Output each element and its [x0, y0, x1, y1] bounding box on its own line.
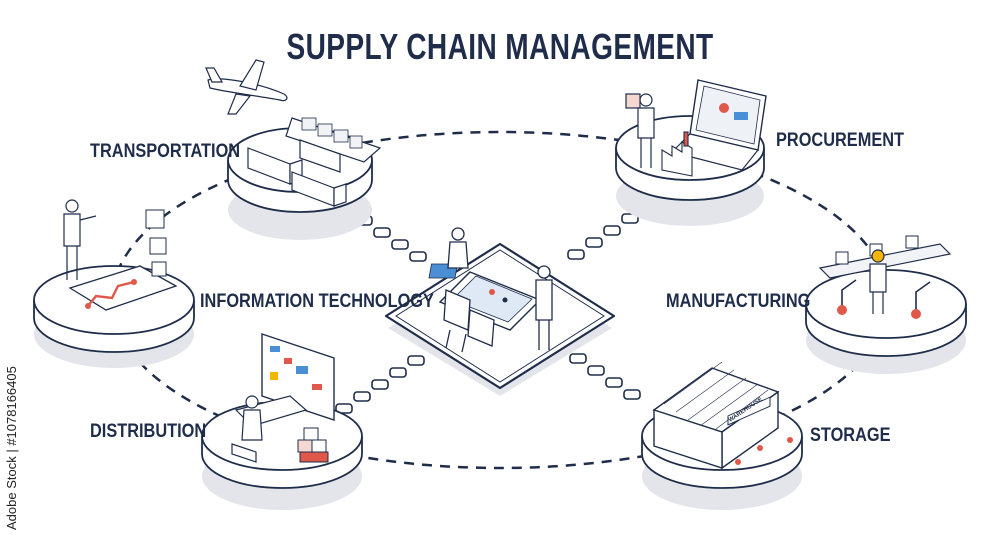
platform-procurement — [615, 79, 767, 226]
link-chain-distribution — [335, 355, 425, 414]
label-distribution: DISTRIBUTION — [90, 421, 207, 442]
warehouse-sign — [727, 396, 771, 426]
label-storage: STORAGE — [810, 425, 891, 446]
platform-manufacturing — [805, 235, 967, 374]
label-procurement: PROCUREMENT — [776, 130, 905, 151]
connector-links — [335, 213, 641, 414]
link-chain-storage — [569, 353, 641, 400]
platform-distribution — [201, 333, 363, 510]
link-chain-transportation — [355, 215, 427, 262]
stock-watermark: Adobe Stock | #1078166405 — [4, 366, 19, 530]
page-title: SUPPLY CHAIN MANAGEMENT — [286, 26, 714, 67]
center-hub — [384, 227, 616, 396]
label-manufacturing: MANUFACTURING — [666, 291, 811, 312]
label-information-technology: INFORMATION TECHNOLOGY — [200, 291, 434, 312]
platform-transportation — [205, 59, 382, 240]
link-chain-procurement — [567, 213, 639, 260]
platform-storage: WAREHOUSE — [641, 361, 803, 510]
label-transportation: TRANSPORTATION — [90, 141, 241, 162]
platform-information-technology — [33, 199, 195, 368]
airplane-icon — [205, 59, 288, 115]
